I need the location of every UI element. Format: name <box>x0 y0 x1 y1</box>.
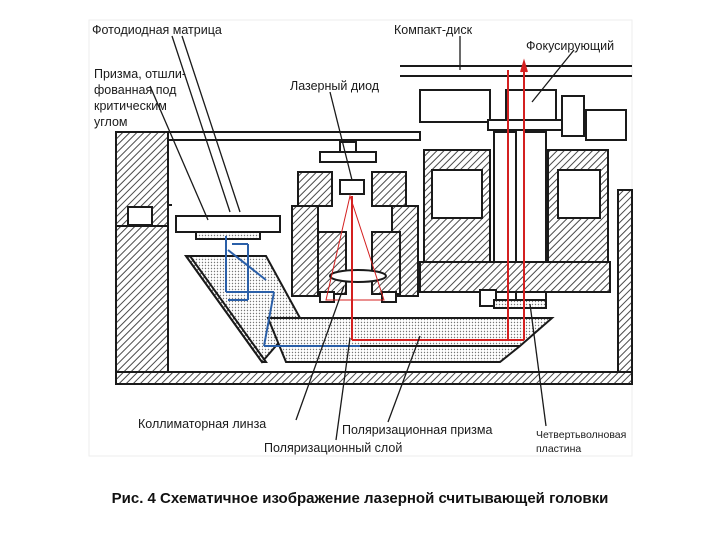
quarter-wave-plate <box>493 299 547 309</box>
label-collimator-lens: Коллиматорная линза <box>138 417 266 431</box>
laser-diode-assembly <box>291 141 419 303</box>
label-prism-line1: Призма, отшли- <box>94 67 186 81</box>
label-photodiode-matrix: Фотодиодная матрица <box>92 23 222 37</box>
figure-caption: Рис. 4 Схематичное изображение лазерной … <box>111 490 609 507</box>
label-focusing: Фокусирующий <box>526 39 614 53</box>
housing <box>115 131 633 385</box>
leader-lines <box>149 35 575 441</box>
labels: Фотодиодная матрица Компакт-диск Фокусир… <box>92 23 626 455</box>
label-prism-line3: критическим <box>94 99 167 113</box>
label-quarter-wave-line2: пластина <box>536 443 581 455</box>
laser-beam <box>325 58 528 341</box>
focusing-assembly <box>419 89 627 307</box>
return-beam <box>225 236 360 347</box>
label-quarter-wave-line1: Четвертьволновая <box>536 429 626 441</box>
label-polarizing-layer: Поляризационный слой <box>264 441 402 455</box>
label-polarizing-prism: Поляризационная призма <box>342 423 492 437</box>
compact-disc <box>400 65 632 77</box>
label-compact-disc: Компакт-диск <box>394 23 473 37</box>
label-prism-line2: фованная под <box>94 83 177 97</box>
label-laser-diode: Лазерный диод <box>290 79 380 93</box>
photodiode-matrix <box>175 215 281 240</box>
label-prism-line4: углом <box>94 115 128 129</box>
